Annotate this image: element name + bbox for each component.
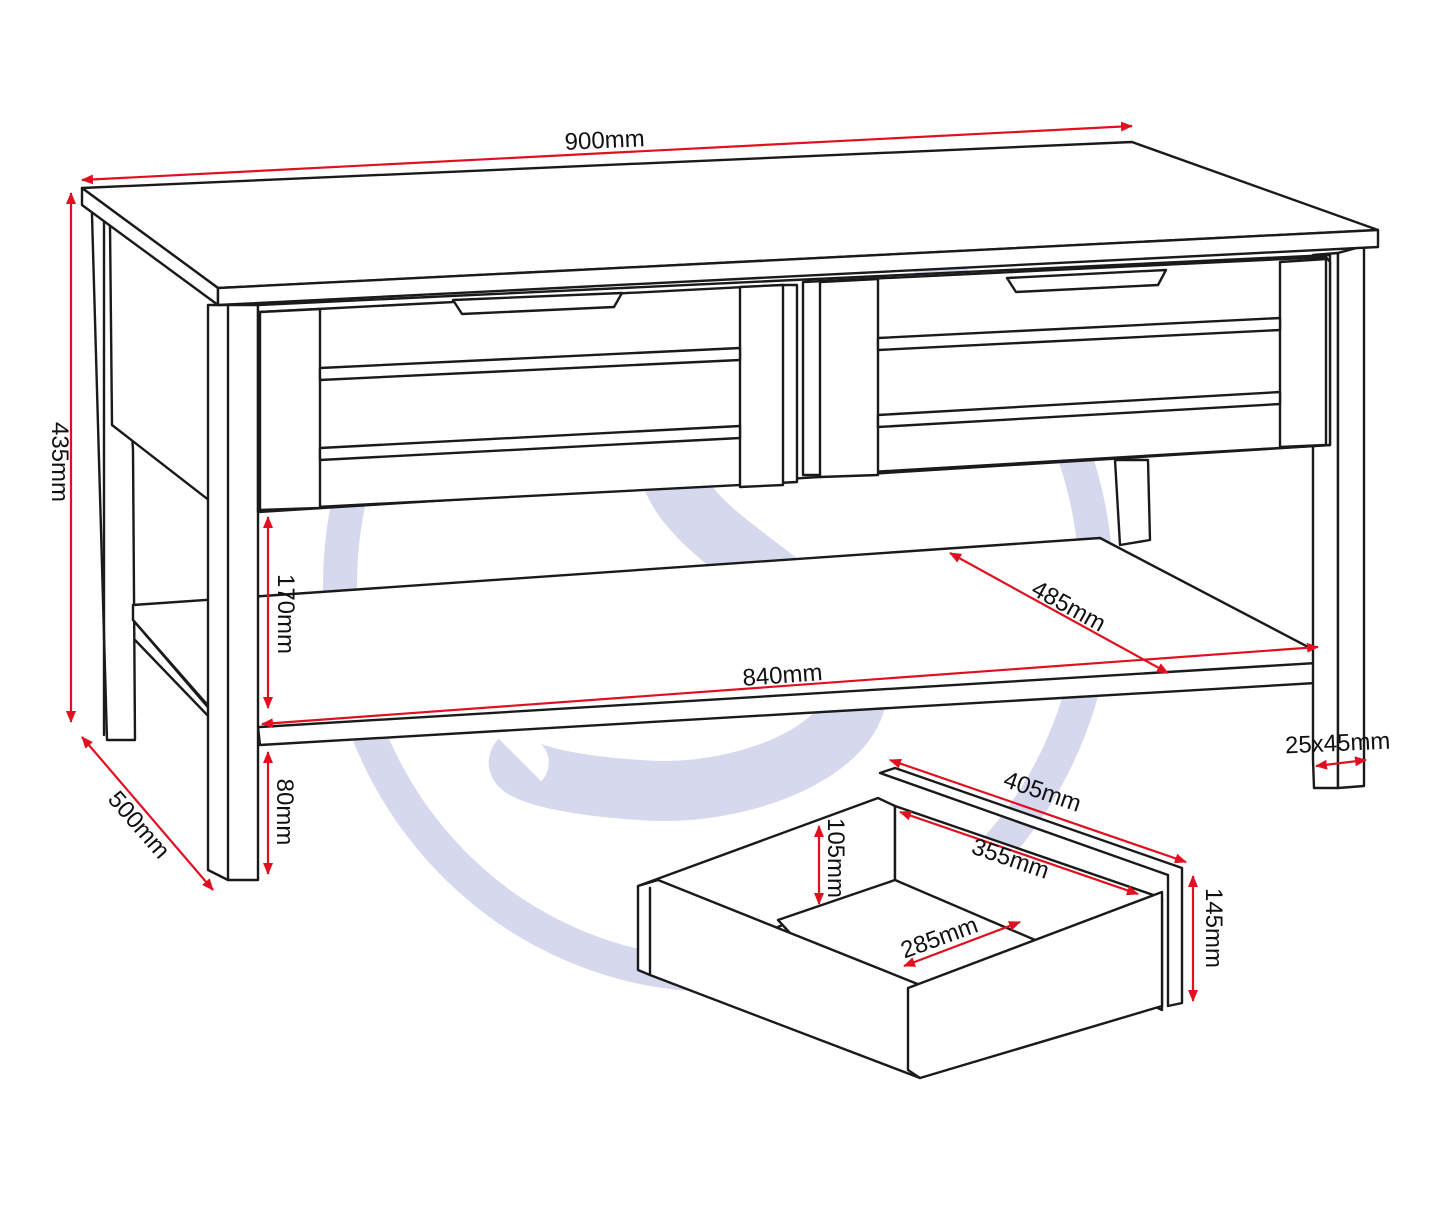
shelf-width-label: 840mm — [742, 659, 824, 692]
dimension-lines — [66, 121, 1367, 1002]
width-dimension-line — [81, 121, 1133, 185]
depth-dimension-line — [81, 736, 214, 891]
leg-section-dimension-line — [1315, 756, 1367, 770]
left-drawer-handle — [451, 291, 624, 316]
drawer-inner-width-dimension-line — [899, 810, 1139, 896]
front-left-leg — [206, 303, 260, 882]
drawer-front-height-label: 145mm — [1200, 888, 1227, 968]
drawer-inner-height-label: 105mm — [822, 818, 849, 898]
back-right-leg — [1113, 458, 1152, 547]
leg-section-label: 25x45mm — [1284, 728, 1390, 760]
left-drawer — [258, 283, 799, 512]
depth-label: 500mm — [102, 786, 175, 864]
shelf-width-dimension-line — [261, 642, 1319, 729]
floor-clearance-label: 80mm — [271, 779, 298, 846]
right-drawer-handle — [1005, 268, 1168, 294]
drawer-inner-depth-dimension-line — [903, 920, 1021, 968]
lower-shelf — [131, 536, 1335, 747]
height-label: 435mm — [46, 422, 73, 502]
right-drawer — [801, 255, 1332, 479]
drawer-front-panel — [906, 890, 1164, 1080]
width-label: 900mm — [564, 125, 645, 156]
clearance-label: 170mm — [272, 574, 299, 654]
